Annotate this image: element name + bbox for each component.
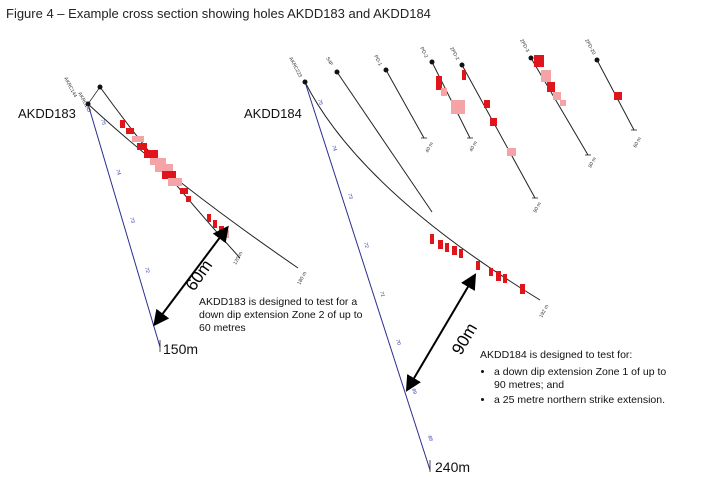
note-akdd184: AKDD184 is designed to test for: a down … [480,349,670,409]
collar-akrc145 [97,84,103,90]
end-depth-akdd183: 150m [163,341,198,357]
note-akdd184-item: a 25 metre northern strike extension. [494,394,670,407]
collar-label-5: PD-2 [418,46,429,59]
distance-label-akdd183: 60m [182,256,217,294]
collar-2pd2 [459,62,465,68]
note-akdd184-list: a down dip extension Zone 1 of up to 90 … [480,366,670,407]
intercepts-akdd184-area [430,55,622,294]
elev-tick-184-2: 73 [346,193,353,200]
collar-label-8: 2PD-20 [583,38,596,56]
elev-tick-184-6: 69 [410,388,417,395]
hole-label-akdd183: AKDD183 [18,106,76,121]
elev-tick-184-1: 74 [330,145,337,152]
figure-title: Figure 4 – Example cross section showing… [6,6,431,21]
collar-label-6: 2PD-2 [448,46,460,62]
drill-trace-2pd3 [530,57,589,156]
distance-label-akdd184: 90m [448,320,481,358]
distance-arrow-akdd183 [153,225,229,327]
collar-akrc144 [85,101,91,107]
collar-2pd3 [528,55,534,61]
elev-tick-183-0: 75 [99,119,106,126]
collar-2pd20 [594,57,600,63]
elev-tick-183-1: 74 [114,169,121,176]
drill-trace-2pd2 [461,64,536,199]
collar-pd1 [383,67,389,73]
collar-label-1: AKRC144 [62,76,78,99]
collar-label-3: S4F [324,56,334,67]
note-akdd184-intro: AKDD184 is designed to test for: [480,349,633,361]
note-akdd183: AKDD183 is designed to test for a down d… [199,296,363,334]
drill-trace-akrc223 [304,81,541,301]
drill-trace-s4f [336,71,433,213]
elev-tick-184-0: 75 [316,99,323,106]
depth-label-7: 192 m [538,304,550,319]
planned-hole-akdd184 [304,81,431,471]
note-akdd184-item: a down dip extension Zone 1 of up to 90 … [494,366,670,392]
elev-tick-184-3: 72 [362,242,369,249]
depth-label-0: 120 m [232,251,244,266]
elev-tick-184-7: 68 [426,435,433,442]
depth-label-1: 180 m [296,271,308,286]
depth-label-3: 40 m [468,140,479,153]
collar-label-4: PD-1 [372,54,383,67]
elev-tick-184-4: 71 [378,291,385,298]
distance-arrow-akdd184 [405,273,477,392]
hole-label-akdd184: AKDD184 [244,106,302,121]
collar-akrc223 [302,79,308,85]
elev-tick-183-3: 72 [143,267,150,274]
collar-pd2 [429,59,435,65]
drill-trace-pd1 [385,69,425,139]
collar-link [87,86,101,105]
drill-trace-akrc144 [87,103,299,269]
depth-label-2: 40 m [424,141,435,154]
planned-hole-akdd183 [87,103,161,348]
intercepts-akdd183 [120,120,229,238]
collar-label-2: AKRC223 [287,56,303,79]
elev-tick-184-5: 70 [394,339,401,346]
collar-label-7: 2PD-3 [518,38,530,54]
end-depth-akdd184: 240m [435,459,470,475]
depth-label-4: 90 m [532,201,543,214]
collar-s4f [334,69,340,75]
elev-tick-183-2: 73 [128,217,135,224]
depth-label-5: 80 m [587,156,598,169]
hole-end-ticks [421,129,637,199]
depth-label-6: 60 m [632,136,643,149]
